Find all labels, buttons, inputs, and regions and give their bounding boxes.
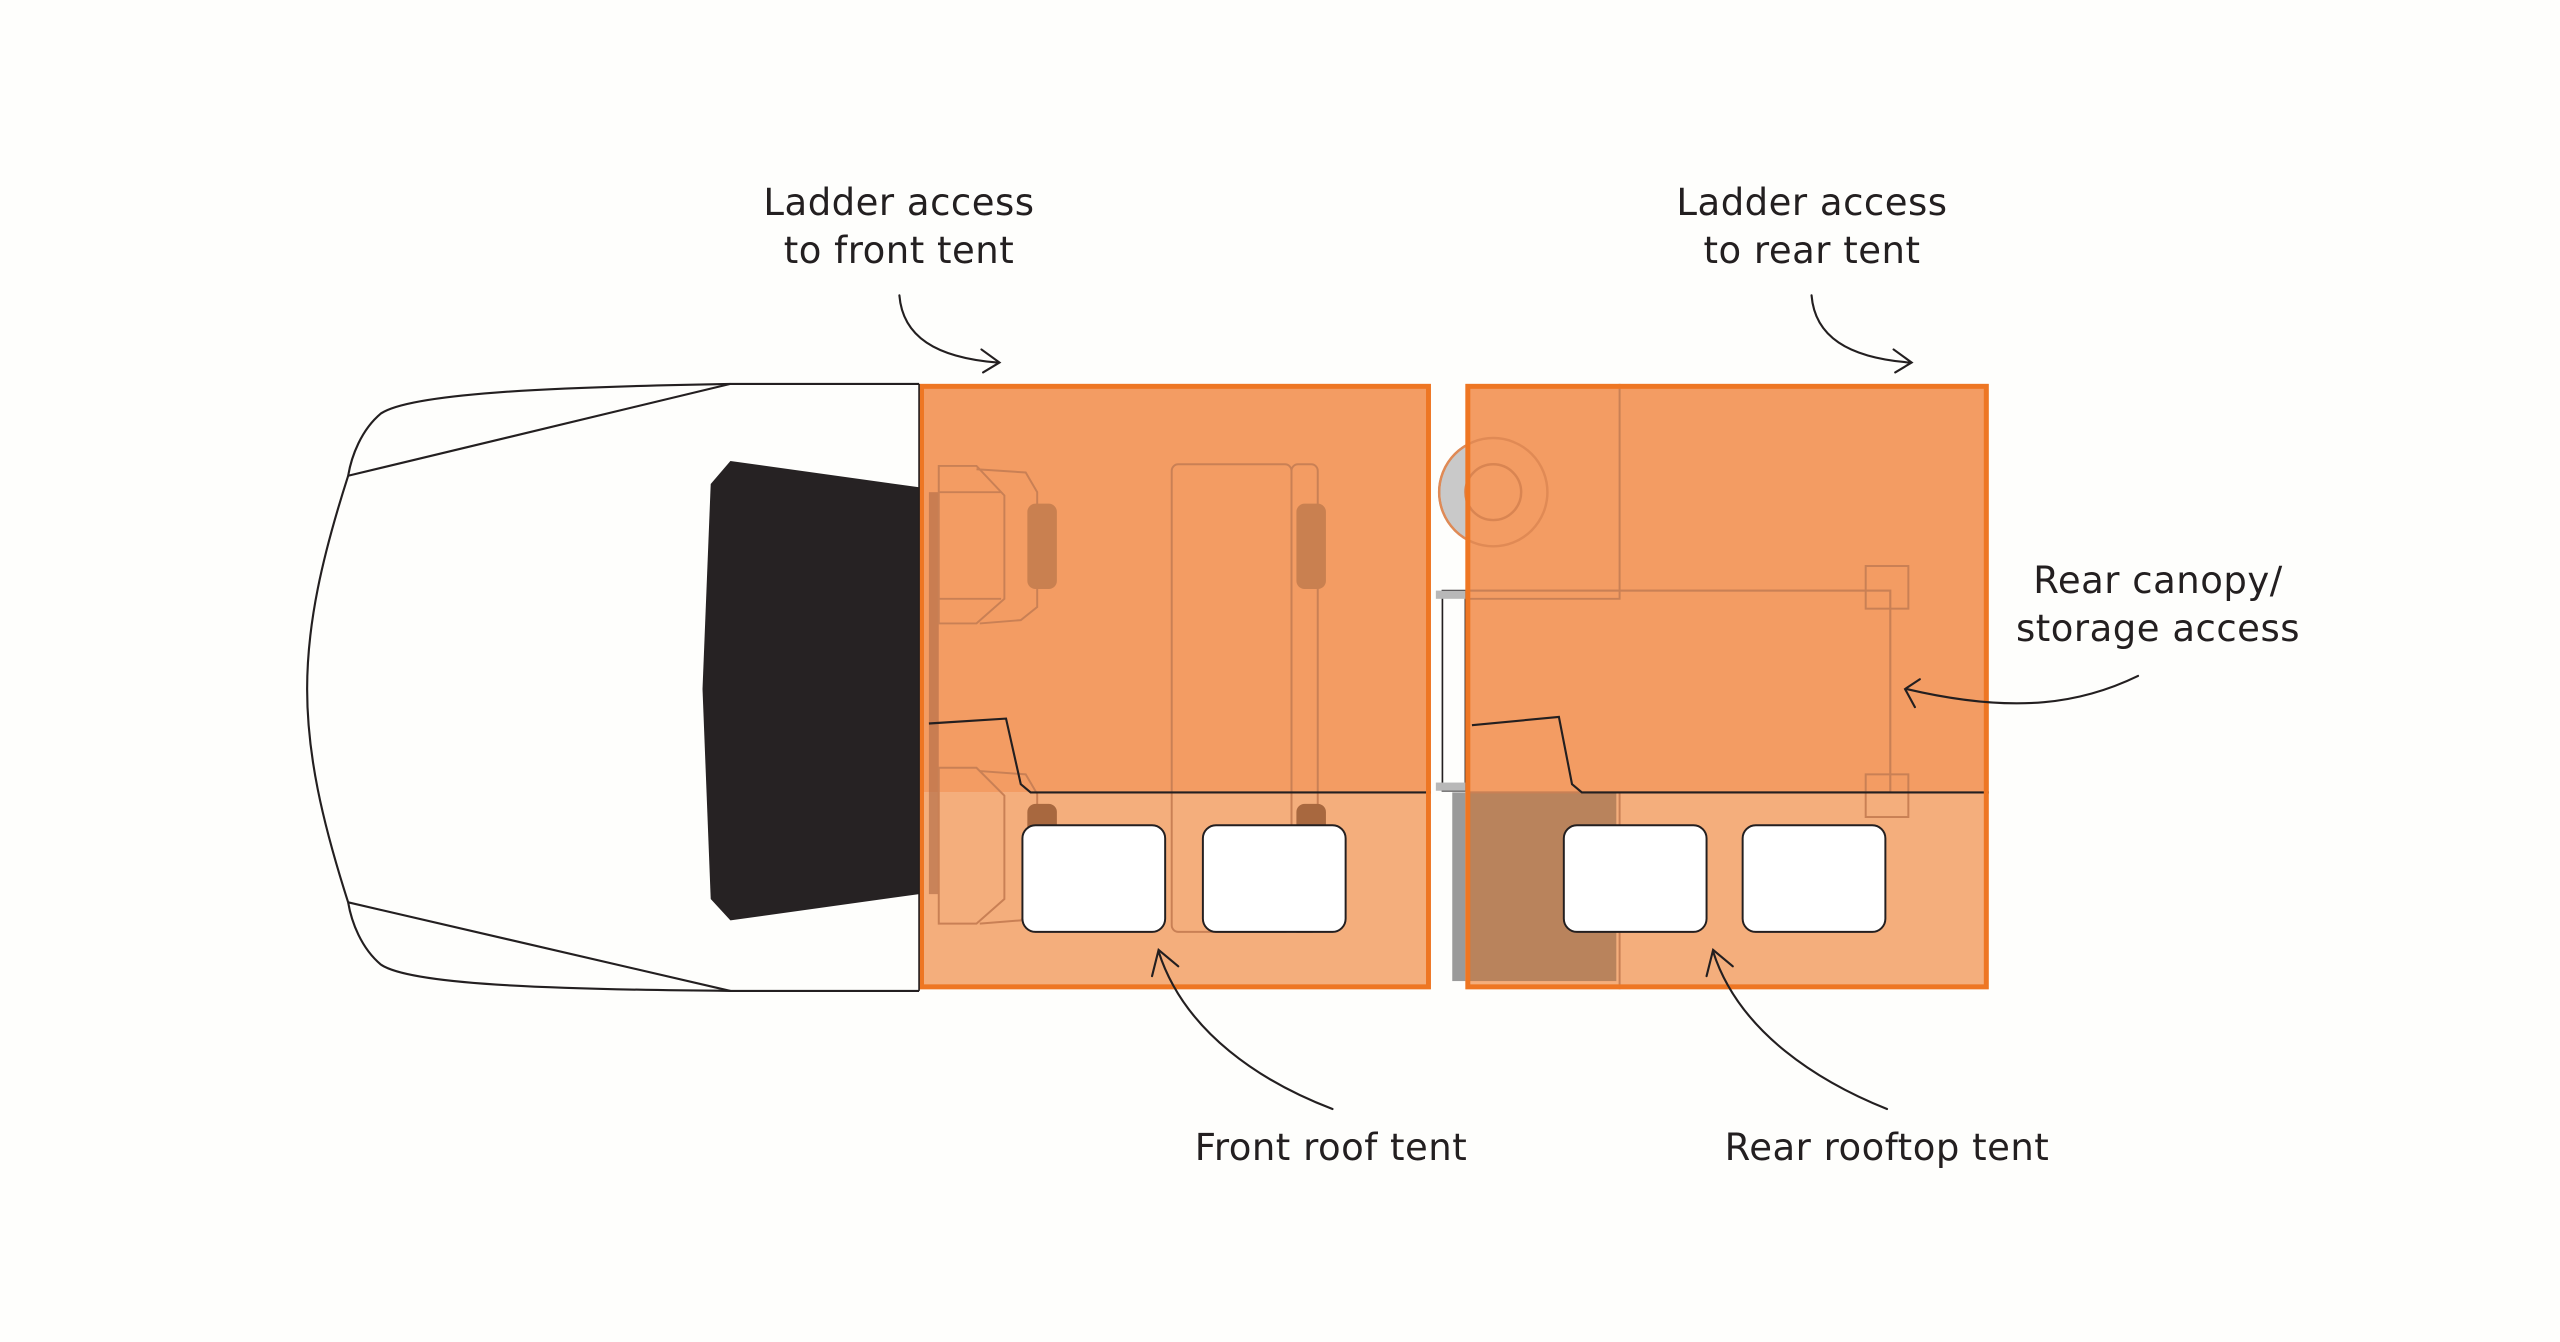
arrow-rear-tent [1705, 947, 1889, 1111]
arrow-ladder-rear [1810, 294, 1914, 374]
label-line: Ladder access [1676, 181, 1948, 224]
label-line: Ladder access [763, 181, 1035, 224]
label-rear-tent: Rear rooftop tent [1724, 1126, 2050, 1169]
arrow-rear-canopy [1903, 674, 2140, 709]
label-line: to front tent [783, 229, 1015, 272]
arrow-front-tent [1150, 947, 1334, 1111]
label-line: Rear canopy/ [2033, 559, 2283, 602]
label-line: storage access [2016, 607, 2300, 650]
windshield [702, 461, 920, 921]
window [1021, 824, 1167, 933]
label-front-tent: Front roof tent [1194, 1126, 1468, 1169]
window [1741, 824, 1887, 933]
front-roof-tent [918, 383, 1431, 991]
side-rack [1441, 589, 1467, 792]
arrow-ladder-front [898, 294, 1002, 374]
label-ladder-front: Ladder access to front tent [763, 179, 1034, 275]
label-rear-canopy: Rear canopy/ storage access [2016, 557, 2300, 653]
window [1562, 824, 1708, 933]
rear-rooftop-tent [1437, 383, 1989, 990]
label-ladder-rear: Ladder access to rear tent [1676, 179, 1947, 275]
window [1201, 824, 1347, 933]
label-line: to rear tent [1703, 229, 1921, 272]
